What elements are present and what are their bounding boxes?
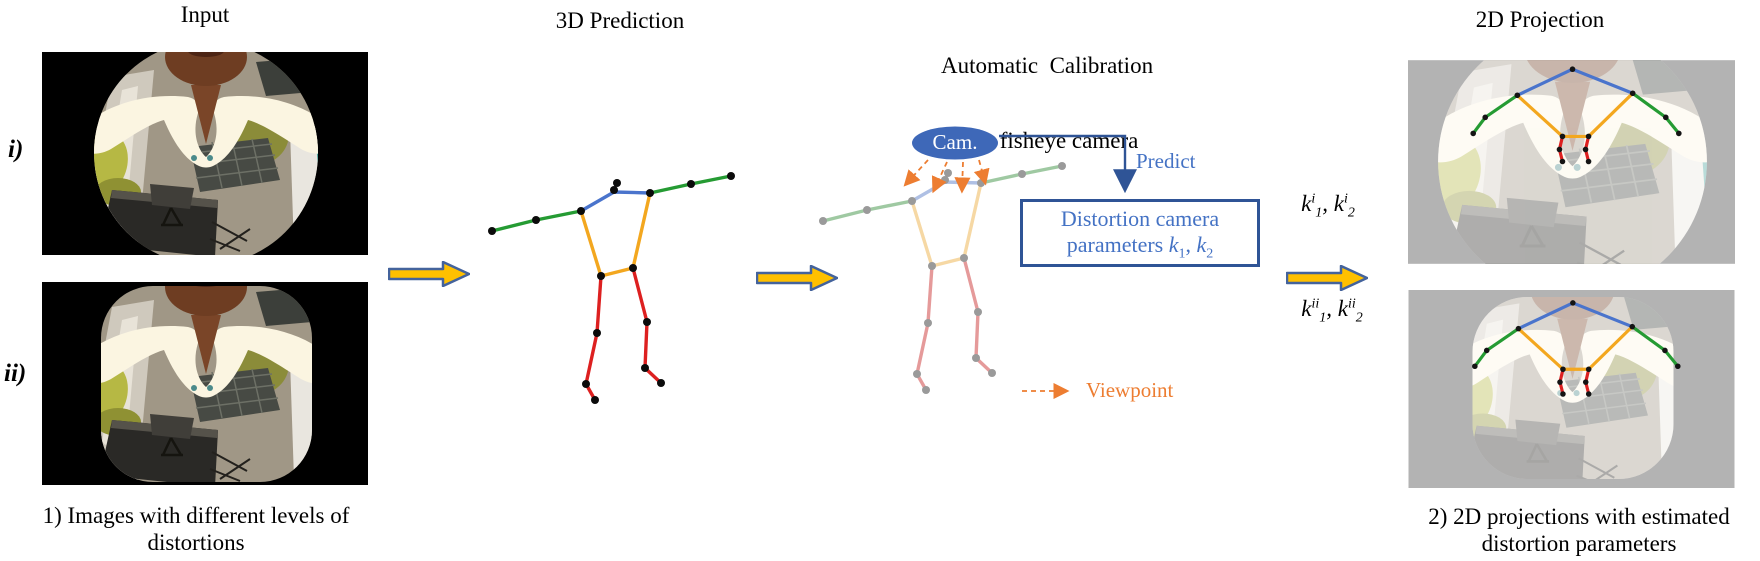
flow-arrow-1-icon	[388, 261, 470, 287]
projection-image-i	[1408, 60, 1735, 264]
camera-label: Cam.	[932, 130, 978, 154]
calibration-diagram	[819, 126, 1137, 400]
distortion-parameters-box: Distortion camera parameters k1, k2	[1020, 199, 1260, 267]
caption-projection-line1: 2) 2D projections with estimated	[1428, 504, 1730, 529]
header-3d-prediction: 3D Prediction	[555, 8, 685, 33]
row-label-i: i)	[8, 136, 24, 163]
row-label-ii: ii)	[4, 360, 27, 387]
predict-arrow-icon	[999, 134, 1137, 194]
flow-arrow-3-icon	[1286, 265, 1368, 291]
caption-input-line2: distortions	[147, 530, 245, 555]
distortion-box-line2: parameters k1, k2	[1066, 232, 1214, 262]
caption-projection-line2: distortion parameters	[1481, 531, 1677, 556]
camera-ellipse-icon	[912, 126, 998, 160]
input-fisheye-image-ii	[42, 282, 368, 485]
header-2d-projection: 2D Projection	[1475, 7, 1605, 32]
viewpoint-label: Viewpoint	[1086, 378, 1174, 402]
header-calibration: Automatic Calibration of the fisheye cam…	[941, 3, 1201, 203]
header-input: Input	[180, 2, 230, 27]
caption-projection: 2) 2D projections with estimated distort…	[1398, 503, 1760, 557]
viewpoint-rays-icon	[903, 159, 990, 194]
input-fisheye-image-i	[42, 52, 368, 255]
skeleton-3d	[488, 172, 735, 404]
projection-image-ii	[1408, 290, 1735, 488]
predict-label: Predict	[1136, 149, 1196, 173]
caption-input: 1) Images with different levels of disto…	[6, 502, 386, 556]
k-params-ii-label: kii1, kii2	[1301, 296, 1363, 326]
header-calibration-line1: Automatic Calibration	[941, 53, 1154, 78]
skeleton-3d-faded	[819, 162, 1066, 394]
k-params-i-label: ki1, ki2	[1301, 191, 1355, 221]
distortion-box-line1: Distortion camera	[1060, 206, 1220, 231]
caption-input-line1: 1) Images with different levels of	[42, 503, 350, 528]
